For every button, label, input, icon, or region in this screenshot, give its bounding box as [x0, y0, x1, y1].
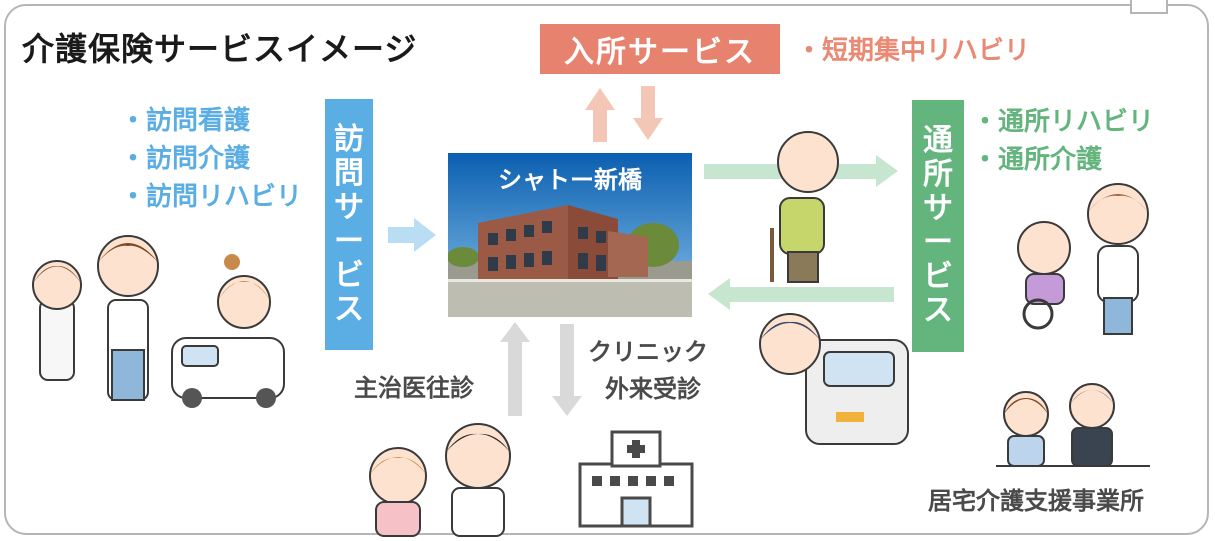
clinic-label-line2: 外来受診 [605, 375, 701, 403]
day-service-label-char: ー [923, 225, 953, 260]
admission-down-arrow [633, 86, 663, 140]
day-service-people-illustration [1017, 183, 1149, 335]
home-visit-label-char: ー [334, 223, 364, 259]
home-visit-service-box: 訪 問 サ ー ビ ス [325, 99, 373, 350]
home-visit-item: ・訪問介護 [120, 144, 251, 174]
home-visit-arrow [388, 218, 436, 252]
day-service-box: 通 所 サ ー ビ ス [912, 100, 964, 352]
admission-up-arrow [585, 88, 615, 142]
diagram-title: 介護保険サービスイメージ [22, 30, 418, 68]
home-visit-item: ・訪問リハビリ [120, 182, 303, 212]
home-visit-label-char: 問 [334, 155, 364, 191]
home-doctor-up-arrow [500, 322, 530, 416]
elderly-person-walking-illustration [770, 131, 839, 283]
driver-car-illustration [759, 313, 909, 445]
day-service-label-char: 所 [923, 157, 953, 192]
day-service-label-char: サ [923, 191, 953, 226]
facility-photo [448, 153, 692, 317]
doctor-nurse-illustration [369, 423, 511, 537]
home-visit-label-char: サ [334, 189, 364, 225]
home-visit-item: ・訪問看護 [120, 106, 251, 136]
clinic-down-arrow [552, 324, 582, 416]
day-service-label-char: ビ [923, 259, 953, 294]
day-service-label-char: ス [923, 293, 953, 328]
admission-service-box: 入所サービス [540, 24, 780, 74]
hospital-icon [578, 430, 694, 528]
day-service-return-arrow [708, 278, 894, 310]
care-manager-staff-illustration [996, 383, 1150, 467]
day-service-item: ・通所介護 [972, 145, 1103, 175]
home-doctor-label: 主治医往診 [354, 374, 474, 402]
home-visit-label-char: ス [334, 291, 364, 327]
clinic-label-line1: クリニック [588, 338, 708, 366]
home-visit-staff-illustration [32, 235, 159, 401]
home-visit-label-char: ビ [334, 257, 364, 293]
day-service-list: ・通所リハビリ ・通所介護 [972, 103, 1154, 179]
home-visit-label-char: 訪 [334, 121, 364, 157]
care-manager-label: 居宅介護支援事業所 [928, 487, 1144, 515]
home-visit-service-list: ・訪問看護 ・訪問介護 ・訪問リハビリ [120, 102, 302, 216]
admission-service-item: ・短期集中リハビリ [796, 36, 1031, 66]
day-service-item: ・通所リハビリ [972, 107, 1155, 137]
home-visit-car-illustration [171, 254, 285, 408]
facility-name: シャトー新橋 [498, 166, 642, 194]
day-service-label-char: 通 [923, 123, 953, 158]
frame-tab [1130, 0, 1168, 14]
